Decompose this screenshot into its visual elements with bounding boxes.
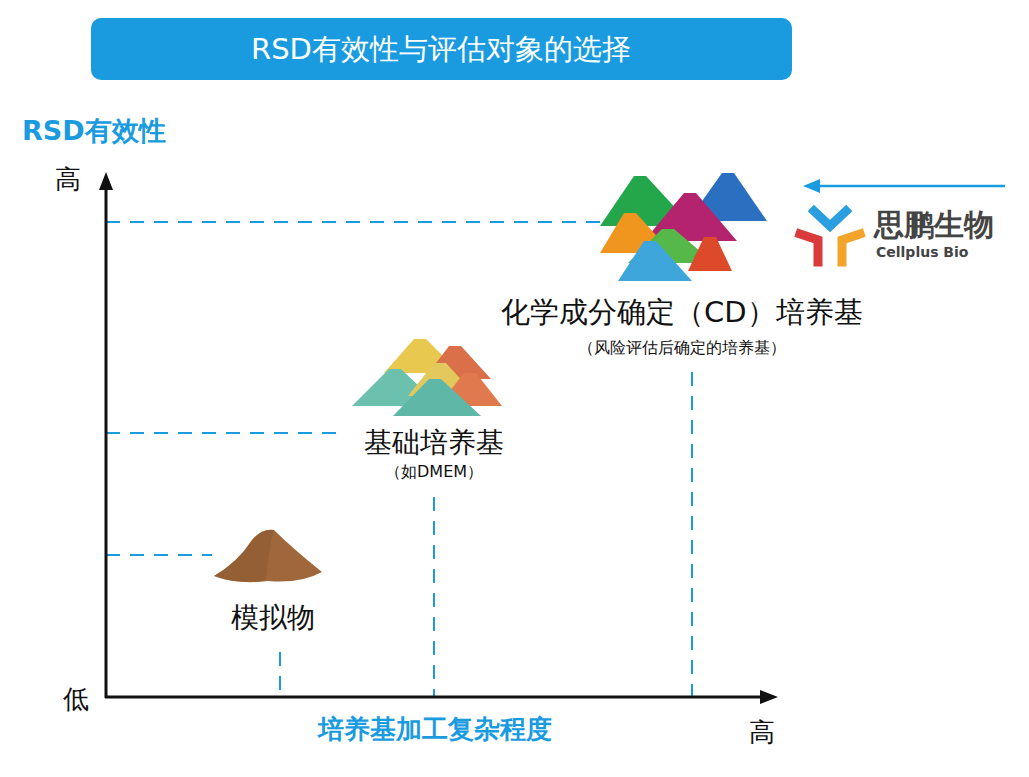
axis-tick-label: 高 [55, 165, 81, 195]
logo-subtext: Cellplus Bio [876, 244, 968, 260]
item-note: （如DMEM） [385, 463, 483, 481]
item-note: （风险评估后确定的培养基） [578, 339, 786, 357]
axis-title: RSD有效性 [22, 115, 166, 146]
axes [105, 186, 764, 698]
item-label: 模拟物 [231, 602, 315, 634]
axis-arrow [99, 172, 113, 190]
axis-tick-label: 低 [63, 685, 89, 715]
item-label: 化学成分确定（CD）培养基 [501, 296, 863, 329]
powder-shade [214, 530, 274, 582]
axis-tick-label: 高 [749, 718, 775, 748]
logo-icon [800, 211, 860, 262]
powder-piles [600, 173, 767, 281]
powder-piles [352, 339, 502, 416]
powder-pile [214, 530, 322, 583]
guide-lines [106, 222, 692, 697]
axis-title: 培养基加工复杂程度 [318, 715, 552, 745]
chart-title: RSD有效性与评估对象的选择 [251, 33, 631, 66]
pointer-arrow [818, 185, 1005, 188]
item-label: 基础培养基 [364, 427, 504, 459]
axis-arrow [760, 690, 778, 704]
logo-text: 思鹏生物 [874, 208, 994, 243]
pointer-arrowhead [803, 179, 820, 193]
